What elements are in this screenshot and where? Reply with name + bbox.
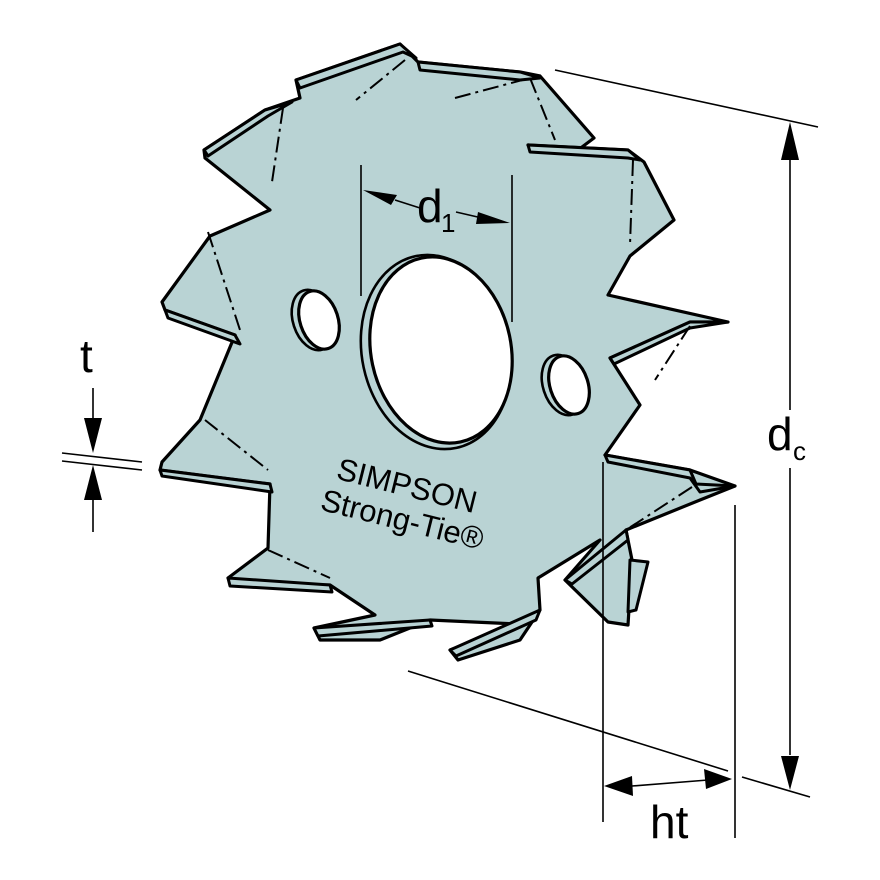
right-bolt-hole (540, 353, 591, 417)
t-label: t (80, 330, 93, 382)
arrow-down-icon (781, 756, 799, 790)
arrow-right-icon (704, 769, 732, 789)
fold-lines (204, 59, 693, 579)
arrow-left-icon (363, 190, 397, 205)
center-bore (359, 253, 514, 451)
dimension-ht: ht (407, 462, 736, 848)
tooth-edges (158, 42, 737, 658)
ht-label: ht (650, 796, 689, 848)
dc-subscript: c (793, 436, 806, 466)
arrow-left-icon (604, 776, 633, 796)
dimension-d1: d 1 (360, 165, 513, 322)
arrow-right-icon (476, 212, 510, 224)
d1-label: d (417, 180, 443, 232)
arrow-up-icon (84, 465, 102, 500)
dimension-t: t (61, 330, 143, 532)
d1-subscript: 1 (441, 208, 455, 238)
dimension-dc: d c (554, 69, 819, 798)
arrow-up-icon (781, 122, 799, 160)
arrow-down-icon (84, 418, 102, 453)
left-bolt-hole (290, 288, 341, 352)
dc-label: d (767, 408, 793, 460)
